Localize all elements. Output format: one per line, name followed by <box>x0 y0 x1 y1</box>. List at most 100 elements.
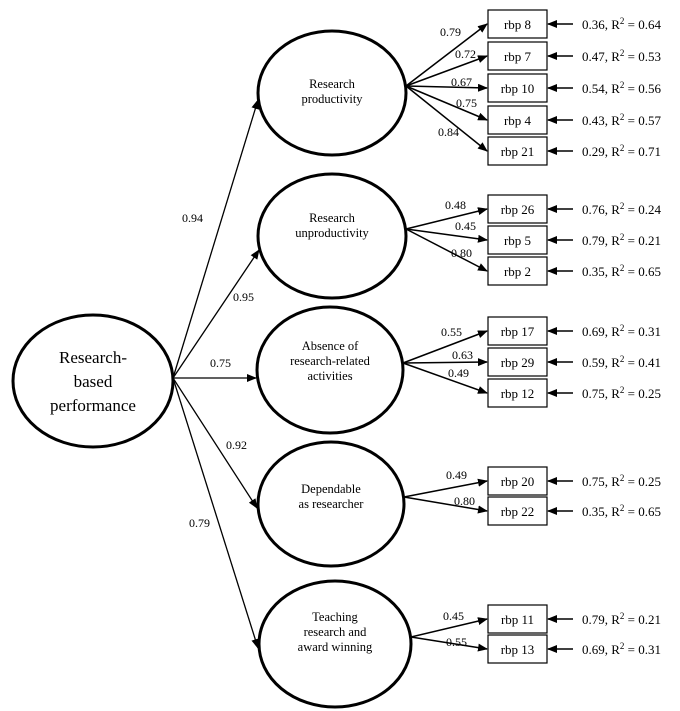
r2-value: = 0.41 <box>624 355 661 370</box>
r2-value: = 0.31 <box>624 642 661 657</box>
indicator-loading-arrow <box>405 55 488 87</box>
indicator-box <box>487 496 548 526</box>
error-r2-label: 0.54, R2 = 0.56 <box>582 80 662 96</box>
indicator-loading-label: 0.67 <box>451 75 472 89</box>
error-r2-label: 0.79, R2 = 0.21 <box>582 611 661 627</box>
indicator-loading-arrow <box>405 23 488 87</box>
indicator-loading-label: 0.55 <box>446 635 467 649</box>
error-r2-label: 0.35, R2 = 0.65 <box>582 503 661 519</box>
indicator-loading-arrow <box>405 228 488 272</box>
error-r2-label: 0.69, R2 = 0.31 <box>582 323 661 339</box>
factor-label: research and <box>304 625 368 639</box>
error-r2-label: 0.35, R2 = 0.65 <box>582 263 661 279</box>
error-r2-label: 0.47, R2 = 0.53 <box>582 48 661 64</box>
factor-label: Research <box>309 211 356 225</box>
root-label-line-1: Research- <box>59 348 127 367</box>
factor-ellipse <box>255 305 405 435</box>
indicator-box <box>487 73 548 103</box>
indicator-loading-arrow <box>403 496 488 514</box>
r2-value: = 0.25 <box>624 474 661 489</box>
r2-superscript: 2 <box>620 611 625 621</box>
r2-superscript: 2 <box>620 143 625 153</box>
factor-label: research-related <box>290 354 371 368</box>
error-r2-label: 0.36, R2 = 0.64 <box>582 16 662 32</box>
indicator-name: rbp 10 <box>501 81 535 96</box>
root-construct: Research- based performance <box>11 313 175 449</box>
structural-path-arrow <box>172 377 258 509</box>
r2-value: = 0.64 <box>624 17 661 32</box>
error-value: 0.54, R <box>582 81 620 96</box>
structural-path-arrow <box>172 249 260 379</box>
indicator-loading-arrow <box>402 358 488 367</box>
indicator-box <box>487 604 548 634</box>
indicator-name: rbp 13 <box>501 642 535 657</box>
indicator-loading-arrow <box>405 85 488 152</box>
factor-ellipse <box>257 579 413 709</box>
r2-value: = 0.65 <box>624 504 661 519</box>
indicator-name: rbp 29 <box>501 355 535 370</box>
indicator-loading-label: 0.49 <box>446 468 467 482</box>
r2-value: = 0.25 <box>624 386 661 401</box>
r2-superscript: 2 <box>620 503 625 513</box>
indicator-rbp-5: 0.45 rbp 5 0.79, R2 = 0.21 <box>405 219 661 255</box>
indicator-box <box>487 194 548 224</box>
r2-value: = 0.57 <box>624 113 661 128</box>
indicator-loading-arrow <box>405 207 488 230</box>
indicator-name: rbp 12 <box>501 386 535 401</box>
r2-value: = 0.31 <box>624 324 661 339</box>
indicator-name: rbp 2 <box>504 264 531 279</box>
r2-value: = 0.71 <box>624 144 661 159</box>
indicator-box <box>487 634 548 664</box>
r2-superscript: 2 <box>620 48 625 58</box>
indicator-loading-arrow <box>405 83 488 92</box>
r2-superscript: 2 <box>620 354 625 364</box>
structural-path-arrow <box>172 99 260 379</box>
indicator-name: rbp 11 <box>501 612 534 627</box>
indicator-loading-label: 0.80 <box>454 494 475 508</box>
indicator-loading-arrow <box>402 330 488 364</box>
indicator-rbp-13: 0.55 rbp 13 0.69, R2 = 0.31 <box>410 634 661 664</box>
indicator-name: rbp 22 <box>501 504 535 519</box>
error-r2-label: 0.43, R2 = 0.57 <box>582 112 662 128</box>
indicator-box <box>487 41 548 71</box>
indicator-loading-arrow <box>405 228 488 243</box>
error-r2-label: 0.79, R2 = 0.21 <box>582 232 661 248</box>
r2-superscript: 2 <box>620 323 625 333</box>
r2-superscript: 2 <box>620 263 625 273</box>
error-value: 0.69, R <box>582 324 620 339</box>
indicator-name: rbp 5 <box>504 233 531 248</box>
root-label-line-2: based <box>74 372 113 391</box>
indicator-loading-label: 0.45 <box>443 609 464 623</box>
r2-superscript: 2 <box>620 641 625 651</box>
indicator-box <box>487 316 548 346</box>
error-value: 0.35, R <box>582 264 620 279</box>
indicator-loading-arrow <box>410 617 488 638</box>
error-value: 0.36, R <box>582 17 620 32</box>
indicator-box <box>487 9 548 39</box>
indicator-loading-arrow <box>402 362 488 394</box>
error-value: 0.75, R <box>582 474 620 489</box>
factor-label: activities <box>307 369 352 383</box>
error-value: 0.29, R <box>582 144 620 159</box>
error-value: 0.75, R <box>582 386 620 401</box>
indicator-name: rbp 20 <box>501 474 535 489</box>
root-ellipse <box>11 313 175 449</box>
r2-value: = 0.21 <box>624 233 661 248</box>
error-value: 0.59, R <box>582 355 620 370</box>
indicator-loading-label: 0.49 <box>448 366 469 380</box>
indicator-rbp-10: 0.67 rbp 10 0.54, R2 = 0.56 <box>405 73 662 103</box>
r2-superscript: 2 <box>620 112 625 122</box>
indicator-loading-label: 0.45 <box>455 219 476 233</box>
error-r2-label: 0.69, R2 = 0.31 <box>582 641 661 657</box>
